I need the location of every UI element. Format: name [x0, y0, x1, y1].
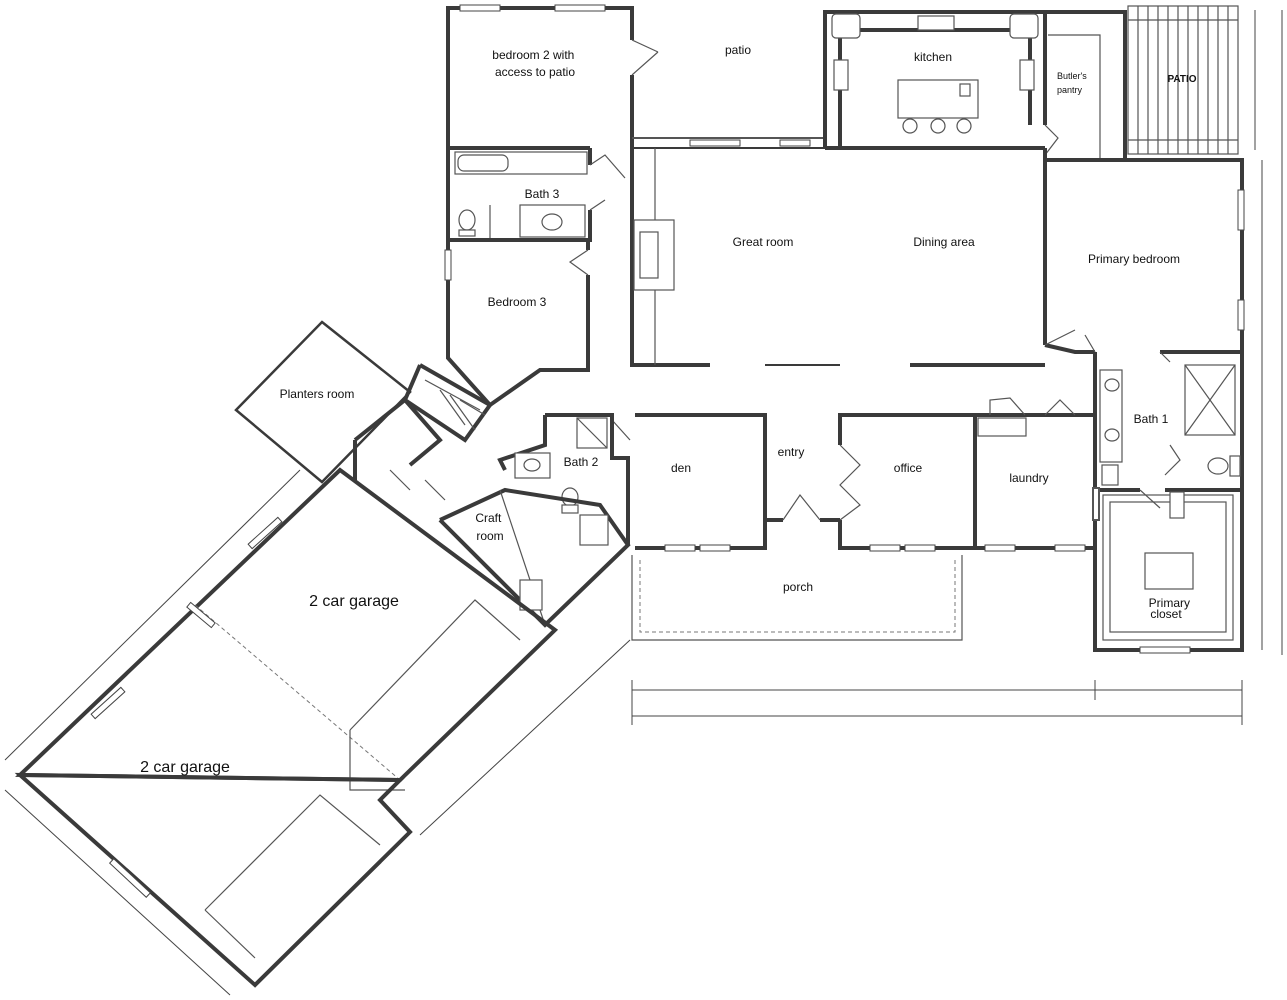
- bath-3-walls: [446, 148, 626, 242]
- porch-label: porch: [783, 580, 813, 594]
- primary-closet-walls: [1093, 490, 1244, 654]
- butlers-pantry-label: Butler's pantry: [1057, 71, 1089, 95]
- bath-2-walls: [497, 413, 630, 545]
- office-walls: [838, 413, 977, 552]
- office-label: office: [894, 461, 923, 475]
- craft-room-label: Craft room: [475, 511, 504, 543]
- bath-3-label: Bath 3: [525, 187, 560, 201]
- room-labels: bedroom 2 with access to patio patio kit…: [140, 43, 1197, 776]
- pergola-patio-label: PATIO: [1167, 74, 1196, 85]
- kitchen-walls: [823, 10, 1047, 148]
- bedroom-2-label: bedroom 2 with access to patio: [492, 48, 577, 79]
- planters-room-label: Planters room: [280, 387, 355, 401]
- planters-room-walls: [234, 320, 412, 484]
- bedroom-3-label: Bedroom 3: [488, 295, 547, 309]
- primary-closet-label: Primary closet: [1149, 596, 1194, 621]
- stairs: [402, 363, 493, 443]
- craft-room-walls: [438, 487, 631, 628]
- garage-lower-label: 2 car garage: [140, 759, 230, 776]
- bedroom-2-walls: [446, 4, 659, 150]
- den-walls: [611, 413, 767, 552]
- great-room-label: Great room: [733, 235, 794, 249]
- den-label: den: [671, 461, 691, 475]
- patio-label: patio: [725, 43, 751, 57]
- pergola: [1127, 5, 1256, 155]
- entry-label: entry: [778, 445, 805, 459]
- great-room-walls: [630, 146, 1045, 367]
- bath-1-walls: [1093, 351, 1242, 540]
- mudroom-walls: [353, 397, 446, 501]
- porch-walls: [631, 555, 963, 641]
- butlers-pantry-walls: [1044, 10, 1127, 158]
- kitchen-label: kitchen: [914, 50, 952, 64]
- dimension-lines: [4, 10, 1283, 996]
- garage-upper-label: 2 car garage: [309, 593, 399, 610]
- primary-bedroom-label: Primary bedroom: [1088, 252, 1180, 266]
- patio-walls: [632, 137, 825, 147]
- primary-bedroom-walls: [1043, 148, 1245, 645]
- bath-2-label: Bath 2: [564, 455, 599, 469]
- entry-walls: [763, 415, 840, 522]
- bath-1-label: Bath 1: [1134, 412, 1169, 426]
- dining-area-label: Dining area: [913, 235, 975, 249]
- garage-lower-walls: [14, 772, 413, 988]
- bedroom-3-walls: [444, 240, 590, 408]
- laundry-label: laundry: [1009, 471, 1048, 485]
